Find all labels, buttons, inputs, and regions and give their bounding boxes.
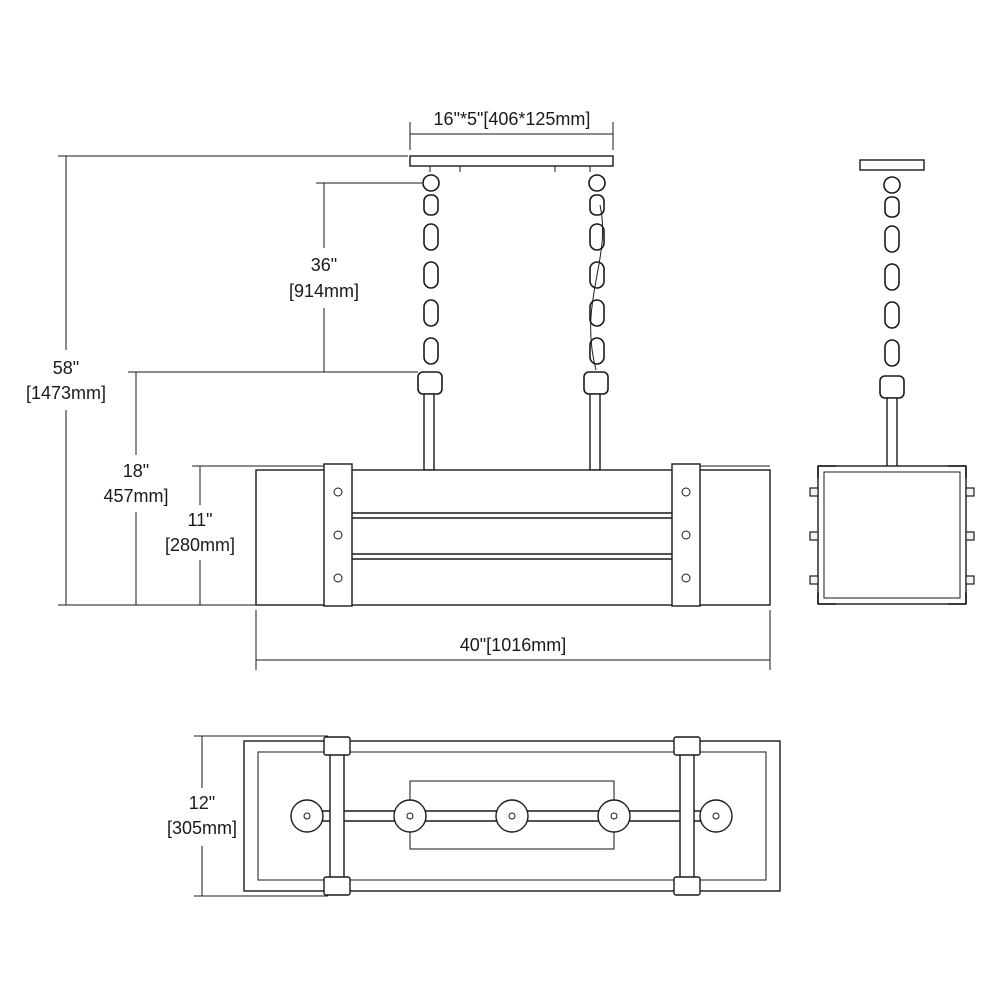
socket-3 bbox=[495, 799, 529, 833]
chain-length-mm: [914mm] bbox=[289, 281, 359, 301]
socket-5 bbox=[699, 799, 733, 833]
overall-height-in: 58" bbox=[53, 358, 79, 378]
left-strap bbox=[323, 463, 353, 607]
right-strap bbox=[671, 463, 701, 607]
socket-2 bbox=[393, 799, 427, 833]
chain-length-in: 36" bbox=[311, 255, 337, 275]
top-view bbox=[243, 736, 781, 896]
fixture-width: 40"[1016mm] bbox=[460, 635, 566, 655]
socket-4 bbox=[597, 799, 631, 833]
left-chain bbox=[417, 174, 443, 471]
side-view bbox=[809, 159, 975, 605]
socket-1 bbox=[290, 799, 324, 833]
fixture-depth-in: 12" bbox=[189, 793, 215, 813]
right-chain bbox=[583, 174, 609, 471]
body-height-mm: 457mm] bbox=[103, 486, 168, 506]
shade-height-in: 11" bbox=[187, 510, 212, 530]
overall-height-mm: [1473mm] bbox=[26, 383, 106, 403]
canopy-plate bbox=[409, 155, 614, 167]
shade-height-mm: [280mm] bbox=[165, 535, 235, 555]
dimension-lines bbox=[58, 122, 771, 897]
body-height-in: 18" bbox=[123, 461, 149, 481]
front-view bbox=[255, 155, 771, 607]
canopy-dimension: 16"*5"[406*125mm] bbox=[434, 109, 591, 129]
fixture-depth-mm: [305mm] bbox=[167, 818, 237, 838]
